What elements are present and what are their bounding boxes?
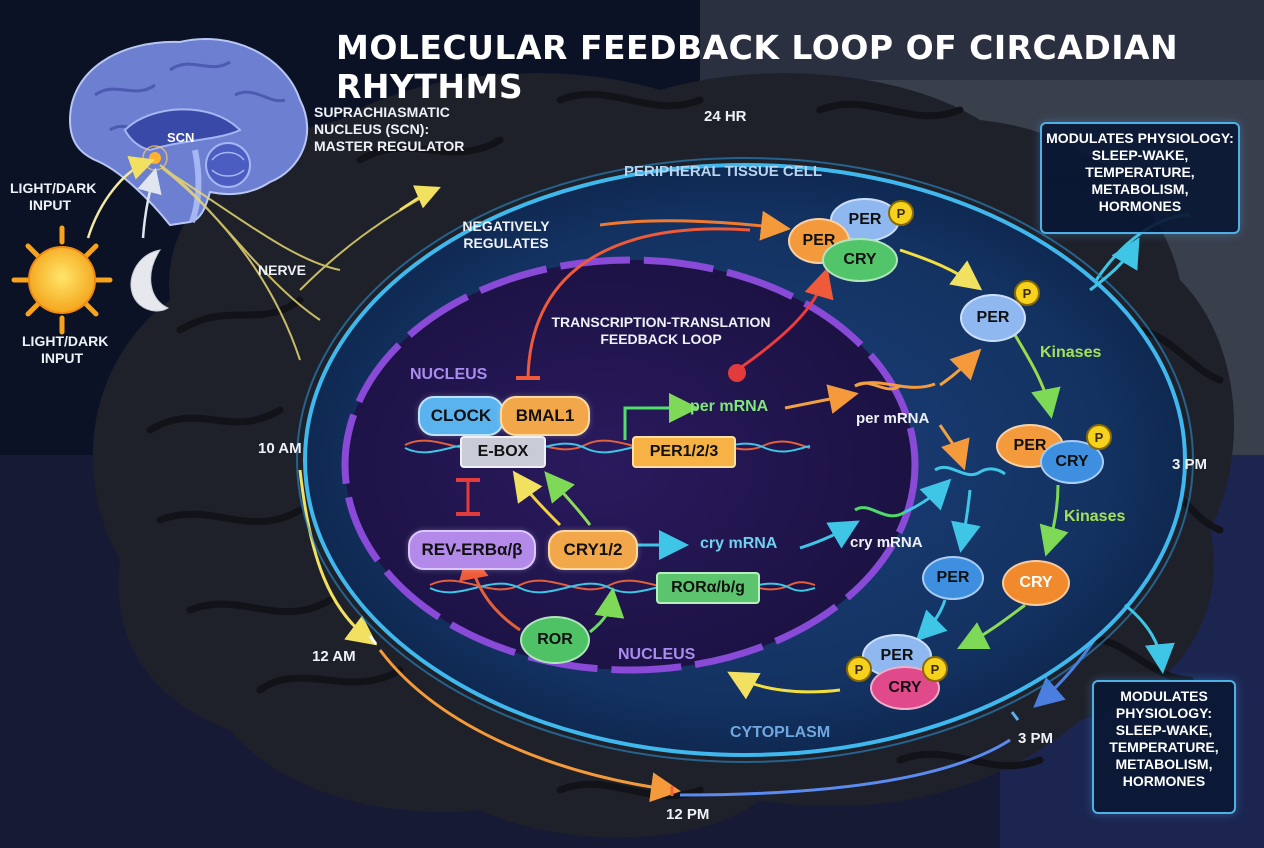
cell-label: PERIPHERAL TISSUE CELL [624, 163, 823, 180]
clock-10am: 10 AM [258, 440, 302, 457]
cry-mrna-label-1: cry mRNA [700, 535, 778, 552]
ror-gene: RORα/b/g [656, 572, 760, 604]
moon-icon [130, 249, 170, 312]
sun-icon [11, 225, 113, 335]
clock-24hr: 24 HR [704, 108, 747, 125]
phospho-dot-5: P [922, 656, 948, 682]
clock-3pm-right: 3 PM [1172, 456, 1208, 473]
ttfl-label: TRANSCRIPTION-TRANSLATION FEEDBACK LOOP [551, 314, 771, 347]
clock-arc-bottom-left [378, 649, 681, 803]
cry12-protein: CRY1/2 [548, 530, 638, 570]
light-dark-input-top: LIGHT/DARK INPUT [10, 180, 97, 213]
cry-free: CRY [1002, 560, 1070, 606]
ebox-element: E-BOX [460, 436, 546, 468]
kinases-label-1: Kinases [1040, 344, 1102, 361]
phospho-dot-3: P [1086, 424, 1112, 450]
nerve-label: NERVE [258, 262, 306, 278]
cytoplasm-label: CYTOPLASM [730, 724, 831, 741]
kinases-label-2: Kinases [1064, 508, 1126, 525]
physiology-box-top: MODULATES PHYSIOLOGY: SLEEP-WAKE, TEMPER… [1040, 122, 1240, 234]
clock-3pm-bottom: 3 PM [1018, 730, 1054, 747]
page-title: MOLECULAR FEEDBACK LOOP OF CIRCADIAN RHY… [336, 28, 1179, 106]
nucleus-label-top: NUCLEUS [410, 366, 488, 383]
nucleus-label-bottom: NUCLEUS [618, 646, 696, 663]
ror-protein: ROR [520, 616, 590, 664]
dna-helix-bottom [429, 579, 816, 594]
phospho-dot-2: P [1014, 280, 1040, 306]
bmal1-protein: BMAL1 [500, 396, 590, 436]
phospho-dot-4: P [846, 656, 872, 682]
clock-12pm: 12 PM [666, 806, 710, 823]
per-free: PER [922, 556, 984, 600]
phospho-dot-1: P [888, 200, 914, 226]
clock-12am: 12 AM [312, 648, 356, 665]
scn-description: SUPRACHIASMATIC NUCLEUS (SCN): MASTER RE… [314, 104, 465, 154]
per123-gene: PER1/2/3 [632, 436, 736, 468]
per-complex-top-cry: CRY [822, 238, 898, 282]
per-phospho: PER [960, 294, 1026, 342]
rev-erb-protein: REV-ERBα/β [408, 530, 536, 570]
per-mrna-label-2: per mRNA [856, 410, 930, 427]
per-mrna-label-1: per mRNA [690, 398, 769, 415]
clock-protein: CLOCK [418, 396, 504, 436]
light-dark-input-bottom: LIGHT/DARK INPUT [22, 333, 109, 366]
cry-mrna-label-2: cry mRNA [850, 534, 923, 551]
physiology-box-bottom: MODULATES PHYSIOLOGY: SLEEP-WAKE, TEMPER… [1092, 680, 1236, 814]
negatively-regulates-label: NEGATIVELY REGULATES [462, 218, 550, 251]
clock-arc-bottom [679, 738, 1011, 797]
clock-arc-left [298, 469, 378, 646]
scn-label: SCN [167, 130, 195, 145]
